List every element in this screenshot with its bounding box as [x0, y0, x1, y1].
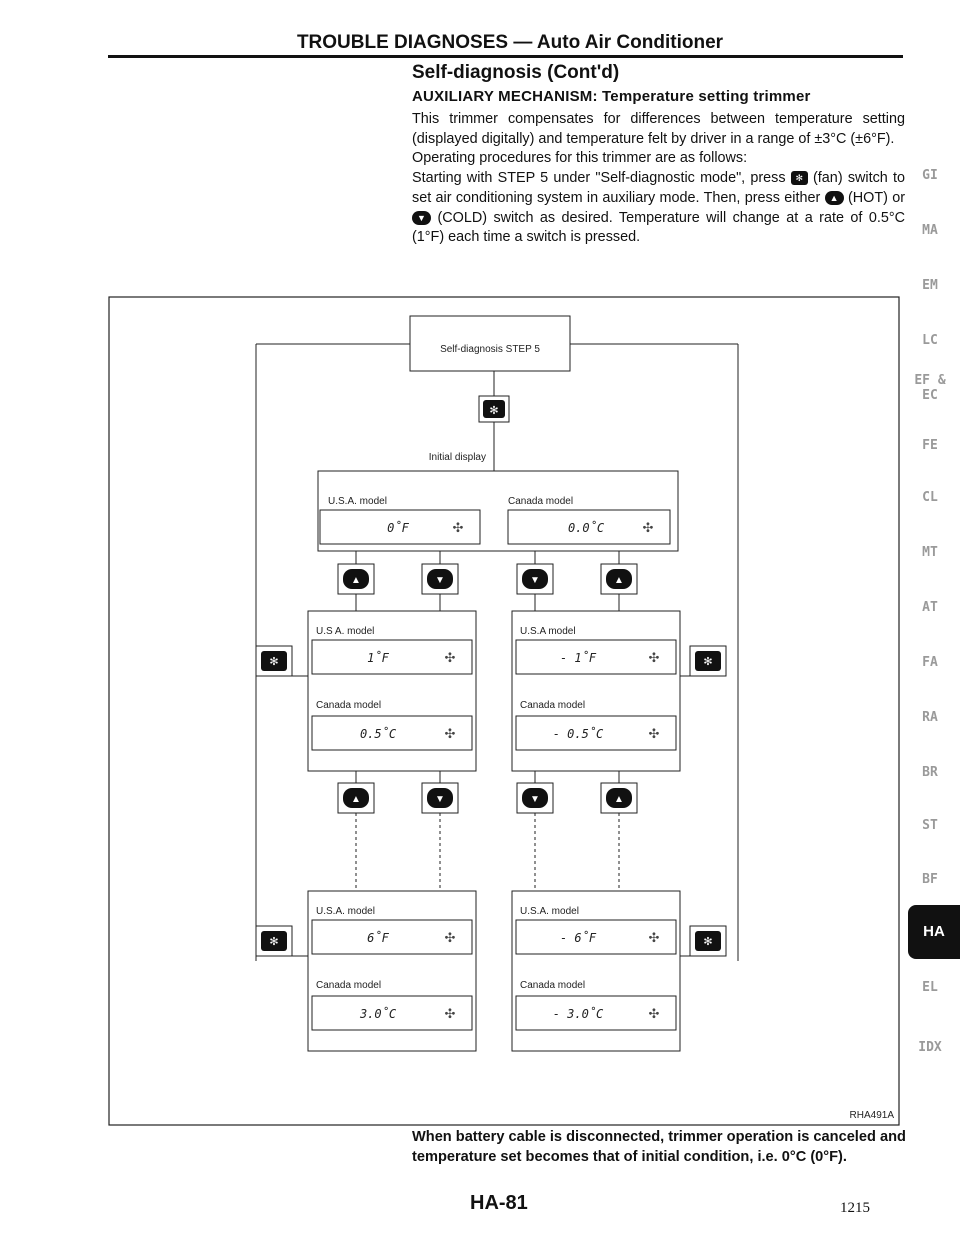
svg-text:Canada model: Canada model: [316, 980, 381, 991]
svg-text:✣: ✣: [453, 520, 464, 535]
svg-text:✣: ✣: [649, 930, 660, 945]
svg-text:▼: ▼: [435, 794, 445, 805]
hot-up-arrow-icon: ▲: [824, 191, 844, 206]
key-row-1: ▲ ▼ ▼ ▲: [337, 551, 638, 611]
svg-text:U.S A. model: U.S A. model: [316, 626, 374, 637]
body-paragraph-3d: (COLD) switch as desired. Temperature wi…: [412, 209, 905, 246]
side-tab-br: BR: [922, 765, 938, 780]
svg-text:▼: ▼: [530, 575, 540, 586]
svg-text:✣: ✣: [445, 726, 456, 741]
svg-text:▲: ▲: [614, 575, 624, 586]
section-subtitle: Self-diagnosis (Cont'd): [412, 62, 620, 83]
svg-text:✣: ✣: [649, 650, 660, 665]
plus1-canada-display: 0.5˚C: [360, 726, 397, 741]
initial-display-box: [317, 470, 679, 552]
svg-text:▲: ▲: [351, 794, 361, 805]
initial-display-label: Initial display: [429, 452, 486, 463]
svg-text:✣: ✣: [643, 520, 654, 535]
svg-text:✣: ✣: [445, 650, 456, 665]
body-paragraph-3a: Starting with STEP 5 under "Self-diagnos…: [412, 170, 786, 187]
svg-text:▲: ▲: [351, 575, 361, 586]
side-tab-idx: IDX: [918, 1040, 942, 1055]
svg-text:✣: ✣: [445, 1006, 456, 1021]
svg-text:✣: ✣: [445, 930, 456, 945]
svg-text:▼: ▼: [435, 575, 445, 586]
plus6-canada-display: 3.0˚C: [359, 1006, 397, 1021]
side-tab-bf: BF: [922, 872, 938, 887]
svg-text:Canada model: Canada model: [520, 700, 585, 711]
side-tab-cl: CL: [922, 490, 938, 505]
svg-text:✣: ✣: [649, 726, 660, 741]
footer-note: When battery cable is disconnected, trim…: [412, 1129, 906, 1165]
fan-key-icon: [483, 400, 505, 418]
cold-down-arrow-icon: ▼: [412, 210, 431, 225]
plus6-box: [307, 890, 477, 1052]
side-tab-lc: LC: [922, 333, 938, 348]
svg-text:✻: ✻: [489, 404, 498, 417]
svg-text:Canada model: Canada model: [520, 980, 585, 991]
minus6-usa-display: - 6˚F: [560, 930, 597, 945]
page-number: HA-81: [470, 1192, 528, 1214]
svg-text:✣: ✣: [649, 1006, 660, 1021]
svg-text:Canada model: Canada model: [316, 700, 381, 711]
side-tab-efec: EF & EC: [914, 373, 946, 403]
minus6-box: [511, 890, 681, 1052]
side-tab-ha: HA: [908, 905, 960, 959]
svg-text:✻: ✻: [703, 936, 712, 948]
start-box-label: Self-diagnosis STEP 5: [440, 344, 540, 355]
figure-code: RHA491A: [850, 1110, 895, 1121]
init-canada-label: Canada model: [508, 496, 573, 507]
side-tab-el: EL: [922, 980, 938, 995]
minus1-canada-display: - 0.5˚C: [553, 726, 604, 741]
svg-text:U.S.A. model: U.S.A. model: [520, 906, 579, 917]
header-rule: [108, 55, 903, 58]
side-tab-at: AT: [922, 600, 938, 615]
svg-text:✻: ✻: [269, 656, 278, 668]
svg-text:▼: ▼: [530, 794, 540, 805]
init-usa-display: 0˚F: [387, 520, 409, 535]
trimmer-flow-diagram: Self-diagnosis STEP 5 ✻ Initial display …: [108, 296, 900, 1126]
body-paragraph-1: This trimmer compensates for differences…: [412, 111, 905, 147]
body-text: This trimmer compensates for differences…: [412, 110, 905, 248]
side-tab-fe: FE: [922, 438, 938, 453]
svg-text:U.S.A. model: U.S.A. model: [316, 906, 375, 917]
page-header-title: TROUBLE DIAGNOSES — Auto Air Conditioner: [296, 32, 724, 53]
fan-switch-icon: ✻: [790, 171, 808, 186]
init-usa-label: U.S.A. model: [328, 496, 387, 507]
minus1-box: [511, 610, 681, 772]
sheet-number: 1215: [840, 1200, 870, 1216]
key-row-2: ▲ ▼ ▼ ▲: [337, 771, 638, 891]
plus1-box: [307, 610, 477, 772]
side-tab-mt: MT: [922, 545, 938, 560]
minus6-canada-display: - 3.0˚C: [553, 1006, 604, 1021]
svg-text:✻: ✻: [269, 936, 278, 948]
svg-text:U.S.A model: U.S.A model: [520, 626, 576, 637]
svg-text:▲: ▲: [614, 794, 624, 805]
svg-text:✻: ✻: [703, 656, 712, 668]
side-tab-st: ST: [922, 818, 938, 833]
side-tab-gi: GI: [922, 168, 938, 183]
side-tab-fa: FA: [922, 655, 938, 670]
plus6-usa-display: 6˚F: [367, 930, 389, 945]
plus1-usa-display: 1˚F: [367, 650, 389, 665]
body-paragraph-2: Operating procedures for this trimmer ar…: [412, 150, 748, 167]
init-canada-display: 0.0˚C: [568, 520, 605, 535]
side-tab-ma: MA: [922, 223, 938, 238]
figure-frame: [108, 296, 900, 1126]
minus1-usa-display: - 1˚F: [560, 650, 597, 665]
side-tab-em: EM: [922, 278, 938, 293]
side-tab-ra: RA: [922, 710, 938, 725]
section-heading: AUXILIARY MECHANISM: Temperature setting…: [412, 88, 811, 105]
body-paragraph-3b: (fan) switch to set air conditioning sys…: [412, 170, 906, 206]
body-paragraph-3c: (HOT) or: [847, 189, 906, 206]
